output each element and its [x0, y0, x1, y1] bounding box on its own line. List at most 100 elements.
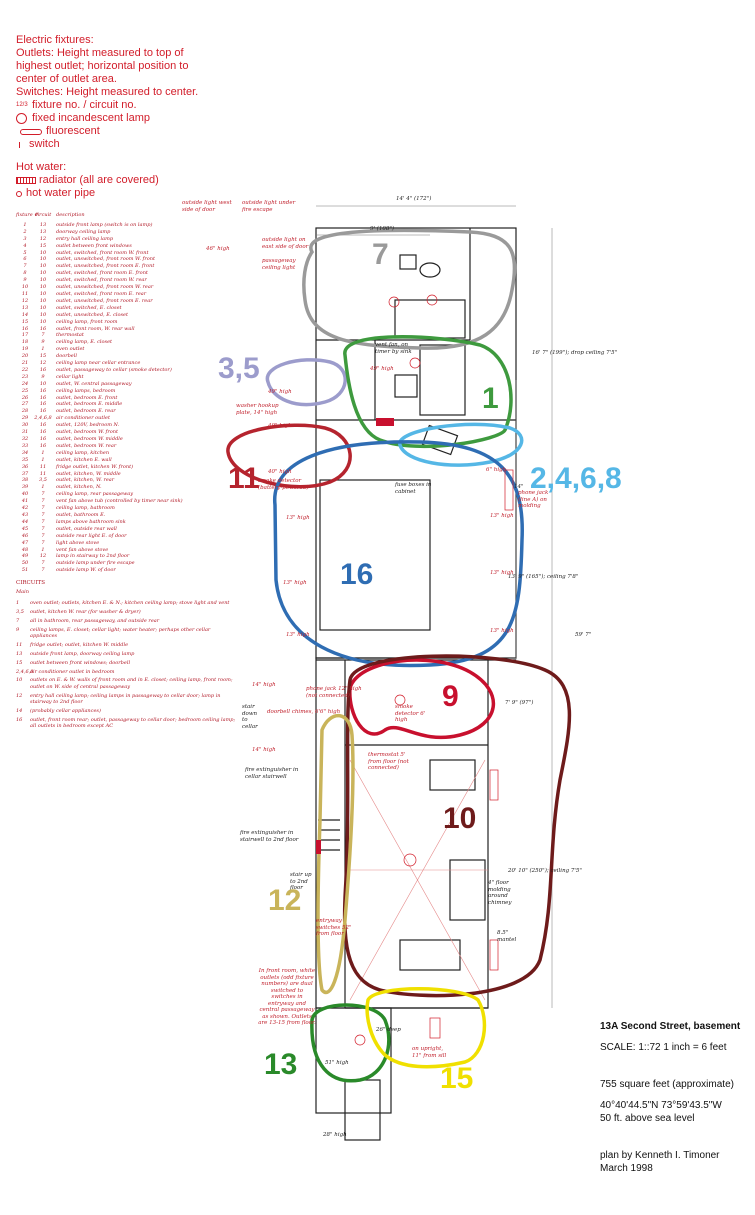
legend: Electric fixtures: Outlets: Height measu…	[16, 34, 216, 200]
fixture-description: lamp in stairway to 2nd floor	[56, 553, 130, 560]
incandescent-lamp-icon	[16, 113, 27, 124]
fixture-circuit: 16	[39, 366, 47, 373]
fixture-symbol-icon: 12/3	[16, 102, 28, 108]
incandescent-lamp-icon	[409, 357, 421, 369]
fixture-description: outlet, kitchen, W. rear	[56, 477, 115, 484]
fixture-number: 8	[23, 270, 27, 277]
dim-59-7-label: 59' 7"	[575, 632, 592, 638]
fixture-number: 24	[21, 380, 29, 387]
fixture-description: doorway ceiling lamp	[56, 228, 111, 235]
fixture-number: 45	[21, 525, 29, 532]
fixture-description: outlet, switched, front room E. front	[56, 270, 148, 277]
author-text: plan by Kenneth I. Timoner	[600, 1150, 720, 1161]
fixture-description: fridge outlet, kitchen W. front)	[56, 463, 134, 470]
fixture-number: 43	[21, 511, 29, 518]
fixture-circuit: 7	[41, 525, 45, 532]
circuit-label-15: 15	[440, 1062, 474, 1095]
legend-switch-row: switch	[16, 138, 216, 151]
height-13c-label: 13" high	[286, 632, 310, 638]
electrical-marker	[316, 840, 321, 854]
circuits-subtitle: Main	[16, 589, 29, 596]
fixture-number: 4	[23, 242, 27, 249]
circuit-label-2468: 2,4,6,8	[530, 462, 622, 495]
fixture-circuit: 7	[41, 539, 45, 546]
fixture-number: 19	[21, 346, 29, 353]
fixture-number: 44	[21, 518, 29, 525]
fixture-description: outlet, switched, front room W. rear	[56, 277, 147, 284]
fixture-circuit: 10	[39, 284, 47, 291]
circuit-number: 13	[16, 650, 23, 657]
circuit-description: all in bathroom, rear passageway, and ou…	[30, 617, 160, 624]
phone-jack-label: phone jack (line A) on molding	[518, 490, 549, 509]
coordinates-text: 40°40'44.5"N 73°59'43.5"W	[600, 1100, 722, 1111]
fixture-circuit: 10	[39, 249, 47, 256]
circuit-label-7: 7	[372, 238, 389, 271]
fixture-circuit: 7	[41, 518, 45, 525]
fixture-description: outlet, unswitched, front room E. front	[56, 263, 155, 270]
fixture-circuit: 15	[39, 242, 47, 249]
fixture-number: 11	[21, 290, 29, 297]
fixture-circuit: 13	[39, 221, 47, 228]
circuit-description: outside front lamp, doorway ceiling lamp	[30, 650, 135, 657]
fixture-description: oven outlet	[56, 346, 85, 353]
outside-light-fire-label: outside light under fire escape	[242, 200, 296, 213]
radiator-icon	[429, 1017, 441, 1039]
height-46-label: 46" high	[206, 246, 230, 252]
stove	[394, 374, 418, 398]
fixture-description: lamps above bathroom sink	[56, 518, 126, 525]
circuit-description: air conditioner outlet in bedroom	[30, 668, 115, 675]
fixture-number: 10	[21, 284, 29, 291]
fixture-number: 48	[21, 546, 29, 553]
legend-outlets-line-3: center of outlet area.	[16, 73, 117, 85]
circuit-label-9: 9	[442, 680, 459, 713]
radiator-icon	[489, 769, 499, 801]
height-40-label: 40" high	[268, 469, 292, 475]
entryway-switches-label: entryway switches 52" from floor	[316, 918, 352, 937]
height-28-label: 28" high	[323, 1132, 347, 1138]
fixture-description: outlet, W. central passageway	[56, 380, 132, 387]
fixture-description: ceiling lamp, rear passageway	[56, 491, 134, 498]
height-6-label: 6" high	[486, 467, 507, 473]
circuit-number: 9	[16, 626, 20, 633]
fixture-number: 38	[21, 477, 29, 484]
fixture-number: 16	[21, 325, 29, 332]
fixture-description: ceiling lamp, E. closet	[56, 339, 113, 346]
fixture-circuit: 10	[39, 297, 47, 304]
fixture-description: outside lamp under fire escape	[56, 560, 135, 567]
dim-bath-width: 9' (108")	[370, 226, 395, 232]
thermostat-label: thermostat 5' from floor (not connected)	[368, 752, 409, 771]
fixture-description: outlet, unswitched, front room W. rear	[56, 284, 154, 291]
fixture-description: outlet, switched, E. closet	[56, 304, 122, 311]
passageway-light-label: passageway ceiling light	[262, 258, 296, 271]
circuit-row: 14(probably cellar appliances)	[16, 708, 236, 714]
height-13b-label: 13" high	[283, 580, 307, 586]
floor-molding-label: 4" floor molding around chimney	[488, 880, 512, 906]
height-14a-label: 14" high	[252, 682, 276, 688]
fixture-number: 28	[21, 408, 29, 415]
fixture-description: outside rear light E. of door	[56, 532, 127, 539]
fixture-description: ceiling lamp near cellar entrance	[56, 360, 141, 367]
front-room-shelf	[429, 759, 476, 791]
circuit-loop-11	[226, 423, 352, 489]
fixture-description: doorbell	[56, 353, 77, 360]
fixture-circuit: 7	[41, 511, 45, 518]
